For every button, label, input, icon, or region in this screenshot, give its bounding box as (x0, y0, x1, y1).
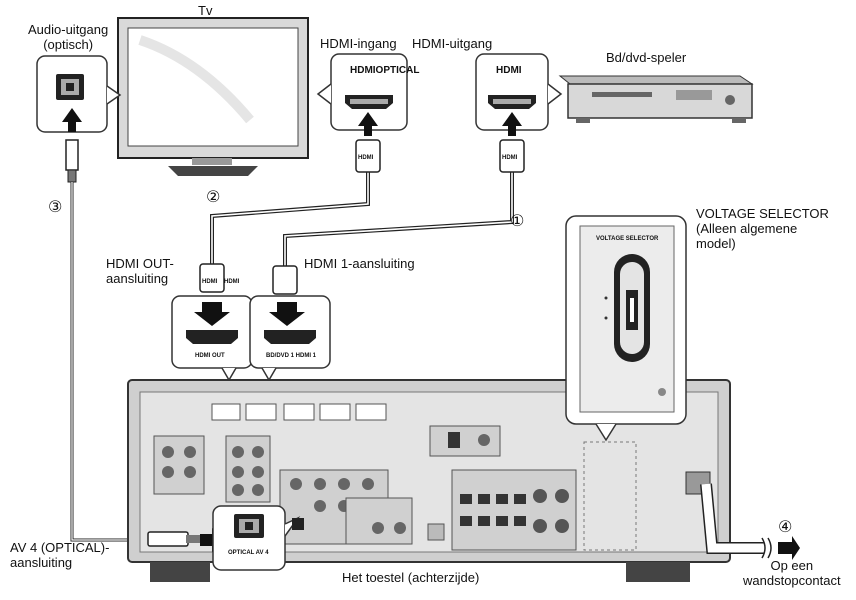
tv-optical-out-callout (36, 55, 122, 133)
player-hdmi-out-callout (475, 53, 563, 131)
step-3-marker: ③ (48, 199, 63, 216)
plug-hdmi-text-1: HDMI (358, 155, 374, 161)
hdmi-out-connector-line2: aansluiting (106, 271, 169, 286)
wall-outlet-line2: wandstopcontact (743, 573, 841, 588)
audio-out-label: Audio-uitgang (optisch) (28, 22, 108, 52)
hdmi-out-connector-line1: HDMI OUT- (106, 256, 174, 271)
plug-hdmi-text-3: HDMI (202, 279, 218, 285)
arrows-up (62, 108, 522, 136)
voltage-selector-label: VOLTAGE SELECTOR (Alleen algemene model) (696, 206, 829, 251)
selector-title-text: VOLTAGE SELECTOR (596, 236, 659, 242)
hdmi-out-connector-label: HDMI OUT- aansluiting (106, 256, 174, 286)
voltage-selector-title: VOLTAGE SELECTOR (696, 206, 829, 221)
bd-dvd-player (558, 75, 754, 123)
av4-connector-line1: AV 4 (OPTICAL)- (10, 540, 110, 555)
voltage-selector-line3: model) (696, 236, 736, 251)
voltage-selector-line2: (Alleen algemene (696, 221, 798, 236)
av4-connector-line2: aansluiting (10, 555, 73, 570)
receiver-hdmi-callouts (171, 295, 331, 382)
receiver-av4-text: OPTICAL AV 4 (228, 550, 269, 556)
optical-cable (65, 139, 150, 542)
hdmi-plugs (199, 139, 525, 295)
step-4-marker: ④ (778, 519, 793, 536)
bd-player-label: Bd/dvd-speler (606, 50, 687, 65)
tv (117, 17, 309, 176)
step-1-marker: ① (510, 213, 525, 230)
tv-hdmi-box-text: HDMIOPTICAL (350, 65, 420, 76)
hdmi-in-label: HDMI-ingang (320, 36, 397, 51)
voltage-selector-callout (565, 215, 687, 442)
step-2-marker: ② (206, 189, 221, 206)
hdmi-out-top-label: HDMI-uitgang (412, 36, 493, 51)
receiver-av4-callout (147, 505, 304, 571)
audio-out-label-line1: Audio-uitgang (28, 22, 109, 37)
wall-outlet-label: Op een wandstopcontact (743, 558, 841, 588)
receiver-hdmi-out-text: HDMI OUT (195, 353, 225, 359)
tv-label: Tv (198, 3, 213, 18)
plug-hdmi-text-2: HDMI (502, 155, 518, 161)
audio-out-label-line2: (optisch) (43, 37, 94, 52)
rear-side-label: Het toestel (achterzijde) (342, 570, 480, 585)
hdmi-cable-1 (283, 172, 514, 270)
av4-connector-label: AV 4 (OPTICAL)- aansluiting (10, 540, 109, 570)
receiver-hdmi1-text: BD/DVD 1 HDMI 1 (266, 353, 317, 359)
hdmi-cable-2 (210, 172, 370, 264)
plug-hdmi-text-4: HDMI (224, 279, 240, 285)
player-hdmi-box-text: HDMI (496, 65, 522, 76)
wall-outlet-line1: Op een (770, 558, 814, 573)
hdmi1-connector-label: HDMI 1-aansluiting (304, 256, 415, 271)
power-cord (700, 483, 800, 560)
